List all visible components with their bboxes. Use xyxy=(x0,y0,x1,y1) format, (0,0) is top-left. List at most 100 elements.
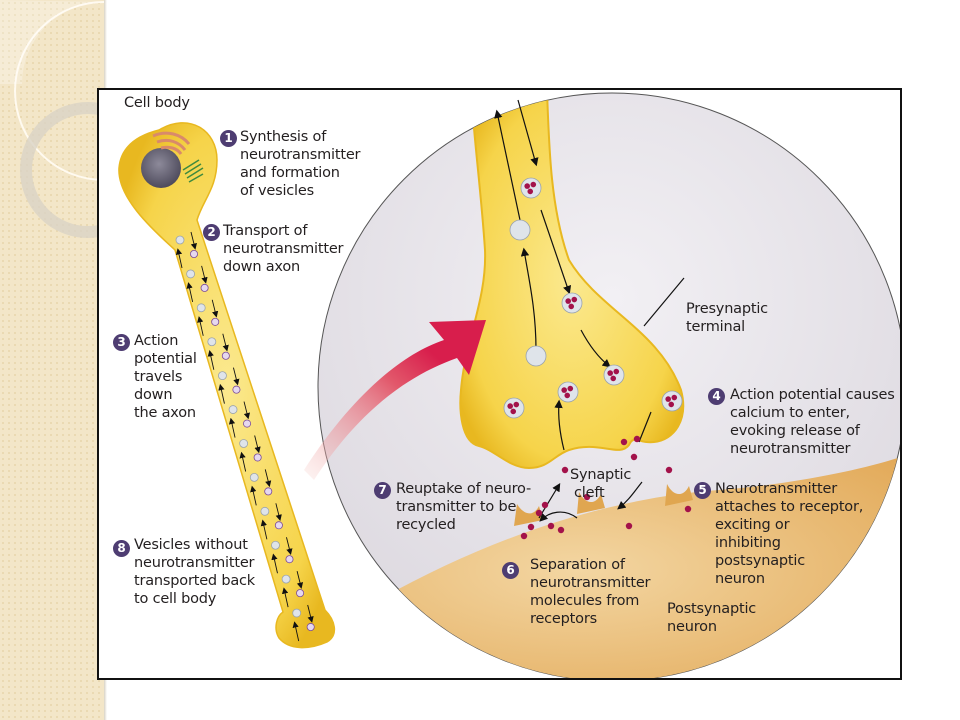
anterograde-arrow xyxy=(296,571,304,589)
neurotransmitter-molecule xyxy=(557,526,565,534)
neurotransmitter-molecule xyxy=(607,370,613,376)
full-vesicle-small xyxy=(306,623,315,632)
retrograde-arrow xyxy=(260,519,268,540)
anterograde-arrow xyxy=(286,537,293,555)
retrograde-arrow xyxy=(228,417,236,438)
receptor xyxy=(665,484,693,506)
empty-vesicle xyxy=(228,405,238,414)
anterograde-arrow xyxy=(264,469,272,488)
neurotransmitter-molecule xyxy=(520,532,528,540)
presynaptic-leader-line xyxy=(643,277,685,327)
presynaptic-terminal-label: Presynaptic terminal xyxy=(686,301,768,335)
anterograde-arrow xyxy=(201,265,208,284)
diagram-frame: Cell body 1 Synthesis of neurotransmitte… xyxy=(97,88,902,680)
nucleus xyxy=(141,148,181,188)
neurotransmitter-molecule xyxy=(671,394,678,401)
step-7-label: Reuptake of neuro- transmitter to be rec… xyxy=(396,481,532,533)
neurotransmitter-molecule xyxy=(561,387,567,393)
retrograde-arrow xyxy=(218,383,225,404)
full-vesicle-small xyxy=(264,487,273,496)
retrograde-arrow xyxy=(271,553,278,574)
neurotransmitter-molecule xyxy=(547,522,555,530)
empty-vesicle xyxy=(175,235,185,245)
neurotransmitter-molecule xyxy=(561,466,569,474)
slide-decorative-rings xyxy=(0,0,110,238)
retrograde-arrow xyxy=(239,451,247,472)
neurotransmitter-molecule xyxy=(684,505,692,513)
step-badge-8: 8 xyxy=(113,540,130,557)
full-vesicle-small xyxy=(211,317,220,326)
neurotransmitter-molecule xyxy=(507,403,513,409)
postsynaptic-neuron-label: Postsynaptic neuron xyxy=(667,601,757,635)
step-badge-2: 2 xyxy=(203,224,220,241)
neurotransmitter-molecule xyxy=(513,401,520,408)
full-vesicle-small xyxy=(232,385,241,394)
neurotransmitter-molecule xyxy=(524,183,530,189)
anterograde-arrow xyxy=(211,299,219,318)
empty-vesicle xyxy=(186,269,196,279)
empty-vesicle xyxy=(271,540,280,550)
anterograde-arrow xyxy=(307,604,314,623)
empty-vesicle xyxy=(292,608,302,618)
anterograde-arrow xyxy=(275,503,282,522)
neurotransmitter-molecule xyxy=(510,408,517,415)
retrograde-arrow xyxy=(186,282,194,303)
anterograde-arrow xyxy=(243,401,251,420)
anterograde-arrow xyxy=(222,333,229,352)
step-6-label: Separation of neurotransmitter molecules… xyxy=(530,557,651,627)
neurotransmitter-molecule xyxy=(567,385,574,392)
step-4-label: Action potential causes calcium to enter… xyxy=(730,387,895,457)
step-8-label: Vesicles without neurotransmitter transp… xyxy=(134,537,255,607)
empty-vesicle xyxy=(509,219,531,241)
neurotransmitter-molecule xyxy=(613,368,620,375)
full-vesicle-small xyxy=(221,351,230,360)
step-5-label: Neurotransmitter attaches to receptor, e… xyxy=(715,481,864,587)
golgi-apparatus xyxy=(182,159,204,183)
terminal-vesicles xyxy=(503,177,683,419)
synaptic-cleft-label: Synaptic cleft xyxy=(570,467,632,501)
step-1-label: Synthesis of neurotransmitter and format… xyxy=(240,129,361,199)
empty-vesicle xyxy=(207,337,217,347)
retrograde-arrow xyxy=(207,349,215,370)
anterograde-arrow xyxy=(190,231,197,250)
decor-lens xyxy=(0,0,104,84)
neurotransmitter-molecule xyxy=(564,392,571,399)
neurotransmitter-molecule xyxy=(530,181,537,188)
full-vesicle-small xyxy=(274,521,283,530)
step-2-label: Transport of neurotransmitter down axon xyxy=(223,223,344,275)
neurotransmitter-molecule xyxy=(583,493,591,501)
step-3-label: Action potential travels down the axon xyxy=(134,333,197,421)
neurotransmission-diagram xyxy=(118,92,900,678)
step-badge-4: 4 xyxy=(708,388,725,405)
decor-ring xyxy=(20,102,110,238)
full-vesicle xyxy=(520,177,542,199)
step-badge-5: 5 xyxy=(694,482,711,499)
neurotransmitter-molecule xyxy=(568,303,575,310)
step-badge-1: 1 xyxy=(220,130,237,147)
zoom-arrow xyxy=(304,320,486,480)
step-badge-6: 6 xyxy=(502,562,519,579)
neurotransmitter-molecule xyxy=(665,466,673,474)
neurotransmitter-molecule xyxy=(620,438,628,446)
terminal-arrows xyxy=(494,99,685,522)
full-vesicle xyxy=(661,390,683,412)
empty-vesicle xyxy=(218,371,227,381)
retrograde-arrow xyxy=(250,485,257,506)
receptor xyxy=(514,504,543,526)
receptor xyxy=(577,492,605,514)
full-vesicle xyxy=(603,364,625,386)
axon-vesicle-traffic xyxy=(175,231,315,642)
empty-vesicle xyxy=(525,345,547,367)
full-vesicle xyxy=(503,397,525,419)
retrograde-arrow xyxy=(175,248,183,269)
empty-vesicle xyxy=(239,439,249,448)
postsynaptic-neuron xyxy=(318,450,900,678)
full-vesicle-small xyxy=(296,589,305,598)
full-vesicle-small xyxy=(200,283,209,292)
retrograde-arrow xyxy=(281,587,289,608)
empty-vesicle xyxy=(196,303,206,313)
neurotransmitter-molecule xyxy=(527,523,535,531)
full-vesicle xyxy=(561,292,583,314)
full-vesicle-small xyxy=(285,555,294,564)
neurotransmitter-molecule xyxy=(527,188,534,195)
